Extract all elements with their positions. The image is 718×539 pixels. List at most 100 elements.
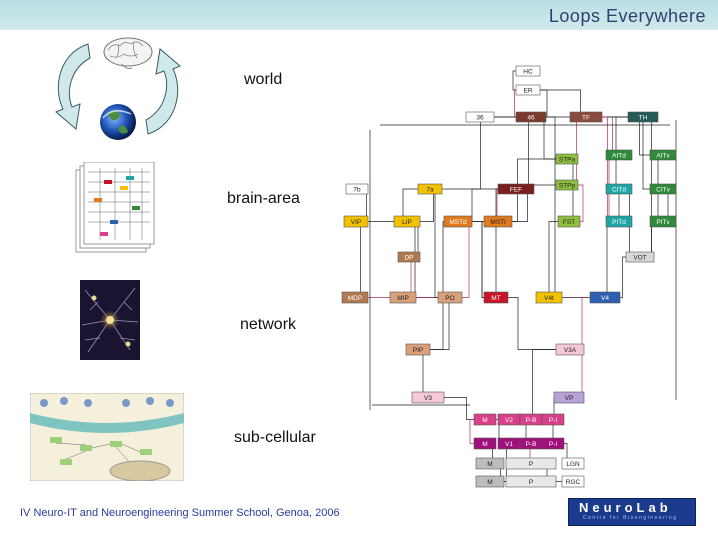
connection-line	[605, 256, 640, 298]
area-box: P-I	[541, 437, 565, 450]
area-box-rect	[557, 215, 581, 228]
area-box: M	[475, 457, 505, 470]
area-box-rect	[515, 111, 547, 123]
area-box-rect	[535, 291, 563, 304]
area-box-rect	[437, 291, 463, 304]
area-box: MSTd	[443, 215, 473, 228]
area-box-label: PIP	[413, 347, 423, 354]
logo-sub-text: Centre for Bioengineering	[583, 515, 678, 521]
area-box-label: P-B	[526, 417, 537, 424]
area-box-label: M	[487, 479, 492, 486]
connection-line	[531, 116, 567, 160]
area-box-rect	[569, 111, 603, 123]
area-box: LGN	[561, 457, 585, 470]
connection-line	[586, 116, 619, 156]
area-box: V3	[411, 391, 445, 404]
area-box: 36	[465, 111, 495, 123]
area-box: P-B	[519, 437, 543, 450]
area-box-label: VIP	[351, 219, 361, 226]
area-box: PO	[437, 291, 463, 304]
area-box-label: M	[482, 441, 487, 448]
area-box-label: STPa	[559, 157, 576, 164]
area-box-label: VOT	[633, 255, 646, 262]
area-box: PITd	[605, 215, 633, 228]
area-box-label: STPp	[559, 183, 576, 190]
area-box-rect	[555, 179, 579, 191]
area-box: CITv	[649, 183, 677, 195]
connection-line	[418, 221, 498, 350]
area-box-label: CITd	[612, 187, 626, 194]
area-box: ER	[515, 84, 541, 96]
area-box: V3A	[555, 343, 585, 356]
area-box-label: MIP	[397, 295, 409, 302]
area-box: V4t	[535, 291, 563, 304]
area-box-rect	[397, 251, 421, 263]
connection-line	[430, 116, 531, 190]
area-box-label: 7b	[353, 187, 361, 194]
connection-line	[458, 221, 496, 298]
area-box-label: V2	[505, 417, 513, 424]
area-box-label: FEF	[510, 187, 522, 194]
area-box-rect	[475, 475, 505, 488]
area-box: CITd	[605, 183, 633, 195]
area-box: LIP	[393, 215, 421, 228]
area-box-rect	[443, 215, 473, 228]
area-box-rect	[605, 149, 633, 161]
area-box-label: M	[487, 461, 492, 468]
connection-line	[531, 116, 556, 298]
area-box: VIP	[343, 215, 369, 228]
area-box-rect	[625, 251, 655, 263]
area-box-label: PITv	[656, 219, 670, 226]
label-brain-area: brain-area	[227, 190, 300, 207]
connection-line	[485, 349, 570, 420]
area-box-label: 36	[476, 115, 484, 122]
area-box-label: P-I	[549, 441, 558, 448]
area-box-label: PITd	[612, 219, 626, 226]
area-box: V1	[497, 437, 521, 450]
area-box-label: V1	[505, 441, 513, 448]
area-box-label: P-I	[549, 417, 558, 424]
area-box-rect	[561, 457, 585, 470]
area-box-label: 7a	[426, 187, 434, 194]
area-box-label: MT	[491, 295, 500, 302]
area-box: AITd	[605, 149, 633, 161]
area-box-label: CITv	[656, 187, 670, 194]
area-box: STPa	[555, 153, 579, 165]
area-box: MIP	[389, 291, 417, 304]
cycle-arrow-left-icon	[55, 43, 91, 130]
area-box-label: MSTl	[490, 219, 506, 226]
area-box-rect	[561, 475, 585, 488]
area-box-label: V4	[601, 295, 609, 302]
area-box-rect	[555, 153, 579, 165]
connection-line	[356, 188, 430, 222]
area-box-label: V4t	[544, 295, 554, 302]
area-box: 7b	[345, 183, 369, 195]
area-box-label: PO	[445, 295, 454, 302]
area-box-label: AITv	[656, 153, 670, 160]
area-box-rect	[497, 183, 535, 195]
area-box-rect	[515, 65, 541, 77]
area-box-label: 46	[527, 115, 535, 122]
area-box-rect	[649, 183, 677, 195]
area-box-rect	[473, 437, 497, 450]
area-box: TH	[627, 111, 659, 123]
sub-cellular-pathway-image	[30, 393, 184, 481]
area-box: HC	[515, 65, 541, 77]
connection-line	[548, 221, 569, 298]
label-world: world	[244, 71, 283, 88]
area-box: FEF	[497, 183, 535, 195]
connection-line	[496, 297, 570, 350]
connection-line	[481, 221, 498, 298]
area-box: P-B	[519, 413, 543, 426]
area-box: RGC	[561, 475, 585, 488]
connection-line	[495, 188, 516, 298]
area-box-rect	[341, 291, 369, 304]
area-box-rect	[389, 291, 417, 304]
neuron-network-image	[80, 280, 140, 360]
area-box-label: M	[482, 417, 487, 424]
area-box-label: LIP	[402, 219, 412, 226]
connection-line	[567, 116, 586, 186]
area-box: MSTl	[483, 215, 513, 228]
area-box-label: FST	[563, 219, 575, 226]
area-box-rect	[345, 183, 369, 195]
